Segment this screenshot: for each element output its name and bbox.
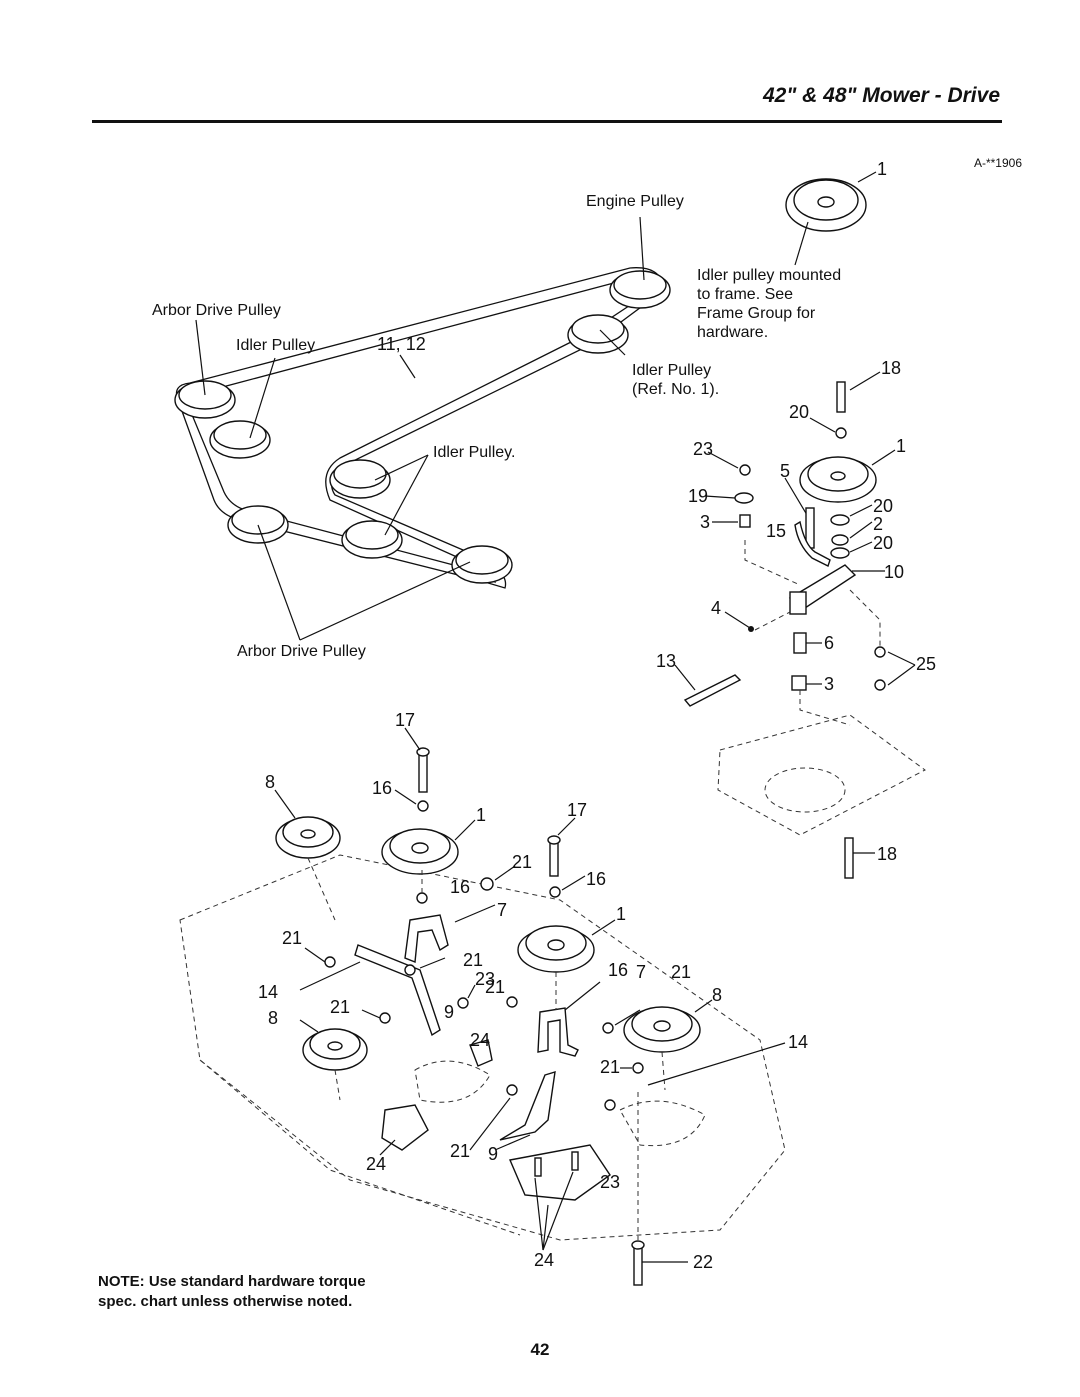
callout-8-right: 8 (712, 985, 722, 1005)
note-line-1: NOTE: Use standard hardware torque (98, 1273, 366, 1290)
callout-23-right: 23 (693, 439, 713, 459)
callout-3-top: 3 (700, 512, 710, 532)
deck-pulley-left-top (275, 816, 341, 859)
torque-note: NOTE: Use standard hardware torque spec.… (98, 1272, 366, 1312)
callout-25: 25 (916, 654, 936, 674)
frame-fragment (717, 714, 926, 836)
callout-16-top: 16 (372, 778, 392, 798)
callout-21-e: 21 (485, 977, 505, 997)
callout-13: 13 (656, 651, 676, 671)
label-idler-mounted-4: hardware. (697, 324, 768, 341)
callout-23-deck: 23 (475, 969, 495, 989)
label-idler-ref-1: Idler Pulley (632, 362, 711, 379)
callout-1-top: 1 (877, 159, 887, 179)
callout-21-a: 21 (512, 852, 532, 872)
label-idler-mounted-2: to frame. See (697, 286, 793, 303)
page-title: 42" & 48" Mower - Drive (763, 84, 1000, 107)
deck-assembly (179, 727, 786, 1286)
callout-16-right: 16 (586, 869, 606, 889)
callout-21-f: 21 (330, 997, 350, 1017)
label-arbor-drive-pulley-top: Arbor Drive Pulley (152, 302, 281, 319)
bolt-22 (631, 1240, 645, 1286)
callout-21-c: 21 (463, 950, 483, 970)
idler-assembly (674, 171, 926, 879)
pulley-arbor-left (227, 505, 289, 544)
deck-pulley-right (623, 1006, 701, 1053)
callout-14-right: 14 (788, 1032, 808, 1052)
page-number: 42 (530, 1340, 550, 1359)
callout-16-mid: 16 (450, 877, 470, 897)
callout-5: 5 (780, 461, 790, 481)
belt-routing-diagram (174, 216, 671, 641)
note-line-2: spec. chart unless otherwise noted. (98, 1293, 353, 1310)
callout-17-right: 17 (567, 800, 587, 820)
label-idler-mounted-1: Idler pulley mounted (697, 267, 841, 284)
header-rule (92, 120, 1002, 123)
callout-20-top: 20 (789, 402, 809, 422)
label-idler-pulley-left: Idler Pulley (236, 337, 315, 354)
callout-16-low: 16 (608, 960, 628, 980)
callout-21-h: 21 (450, 1141, 470, 1161)
pulley-arbor-right (451, 545, 513, 584)
callout-1-deck-right: 1 (616, 904, 626, 924)
callout-17-left: 17 (395, 710, 415, 730)
callout-8-top: 8 (265, 772, 275, 792)
callout-1-assembly: 1 (896, 436, 906, 456)
callout-24-a: 24 (470, 1030, 490, 1050)
callout-6: 6 (824, 633, 834, 653)
callout-4: 4 (711, 598, 721, 618)
callout-18-low: 18 (877, 844, 897, 864)
callout-22: 22 (693, 1252, 713, 1272)
callout-21-d: 21 (671, 962, 691, 982)
callout-21-b: 21 (282, 928, 302, 948)
callout-21-g: 21 (600, 1057, 620, 1077)
callout-10: 10 (884, 562, 904, 582)
pulley-idler-ref (567, 314, 629, 354)
callout-15: 15 (766, 521, 786, 541)
deck-pulley-center-right (517, 925, 595, 973)
label-arbor-drive-pulley-bottom: Arbor Drive Pulley (237, 643, 366, 660)
callout-2: 2 (873, 514, 883, 534)
pulley-idler-left (209, 420, 271, 459)
callout-18-top: 18 (881, 358, 901, 378)
deck-pulley-left-bottom (302, 1028, 368, 1071)
bolt-17-right (547, 835, 561, 877)
callout-24-b: 24 (366, 1154, 386, 1174)
idler-pulley-main (799, 456, 877, 503)
pulley-arbor-top (174, 380, 236, 419)
callout-14-left: 14 (258, 982, 278, 1002)
bolt-17 (416, 747, 430, 793)
label-idler-ref-2: (Ref. No. 1). (632, 381, 719, 398)
callout-9-b: 9 (488, 1144, 498, 1164)
figure-id: A-**1906 (973, 156, 1022, 170)
callout-1-deck: 1 (476, 805, 486, 825)
label-idler-mounted-3: Frame Group for (697, 305, 816, 322)
callout-20-mid: 20 (873, 496, 893, 516)
label-idler-pulley-center: Idler Pulley. (433, 444, 515, 461)
callout-20-low: 20 (873, 533, 893, 553)
callout-7-b: 7 (636, 962, 646, 982)
deck-pulley-center (381, 828, 459, 875)
idler-pulley-top-right (785, 178, 867, 232)
callout-23-low: 23 (600, 1172, 620, 1192)
label-engine-pulley: Engine Pulley (586, 193, 684, 210)
pulley-idler-center (329, 459, 391, 499)
callout-8-left: 8 (268, 1008, 278, 1028)
label-belt-numbers: 11, 12 (377, 334, 426, 354)
callout-9-a: 9 (444, 1002, 454, 1022)
callout-19: 19 (688, 486, 708, 506)
callout-24-c: 24 (534, 1250, 554, 1270)
pulley-idler-bottom (341, 520, 403, 559)
pulley-engine (609, 270, 671, 309)
callout-7-a: 7 (497, 900, 507, 920)
callout-3-low: 3 (824, 674, 834, 694)
